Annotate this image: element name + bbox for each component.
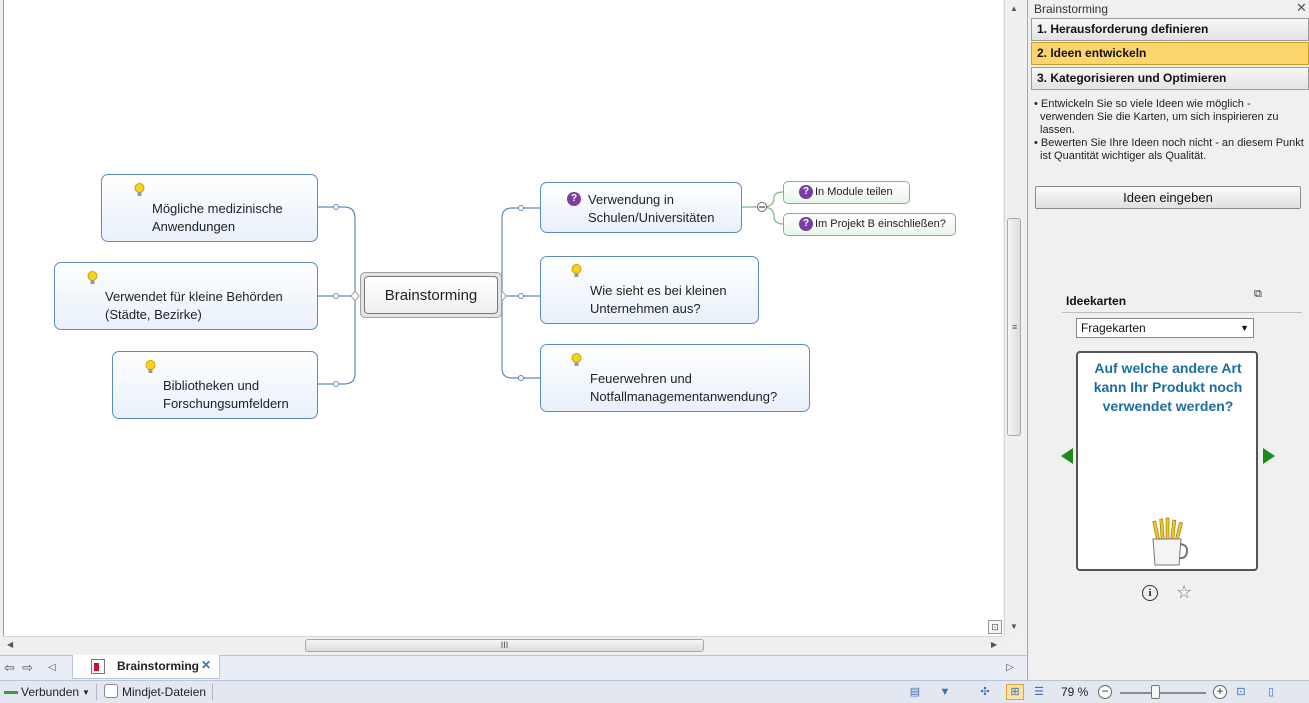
text-view-icon[interactable]: ☰ [1034,686,1044,698]
next-card-icon[interactable] [1263,448,1275,464]
scroll-right-icon[interactable]: ▶ [991,640,998,649]
topic-line: Anwendungen [152,219,236,234]
step-define-challenge[interactable]: 1. Herausforderung definieren [1031,18,1309,41]
document-tab-bar: ⇦ ⇨ ◁ Brainstorming ✕ ▷ [0,655,1027,679]
brainstorming-panel: Brainstorming ✕ 1. Herausforderung defin… [1027,0,1309,680]
horizontal-scroll-thumb[interactable]: III [305,639,704,652]
lightbulb-icon [134,183,145,196]
grip-icon: ≡ [1012,322,1018,332]
connection-status[interactable]: Verbunden [21,685,80,699]
topic-small-companies[interactable]: Wie sieht es bei kleinen Unternehmen aus… [540,256,759,324]
lightbulb-icon [571,264,582,277]
tab-scroll-left-icon[interactable]: ◁ [48,662,56,673]
card-deck-value: Fragekarten [1081,321,1146,335]
zoom-in-icon[interactable]: + [1213,685,1227,699]
panel-title: Brainstorming [1034,2,1109,16]
topic-schools-universities[interactable]: ? Verwendung in Schulen/Universitäten [540,182,742,233]
scroll-up-icon[interactable]: ▲ [1010,4,1018,13]
connector-lines [318,191,784,387]
close-tab-icon[interactable]: ✕ [201,658,212,672]
status-bar: Verbunden ▼ Mindjet-Dateien ▤ ▼ ✣ ⊞ ☰ 79… [0,680,1309,703]
layout-icon[interactable]: ▯ [1267,686,1275,698]
subtopic-split-modules[interactable]: ? In Module teilen [783,181,910,204]
cloud-files-icon [104,684,118,698]
balance-map-icon[interactable]: ✣ [980,686,990,698]
vertical-scroll-thumb[interactable] [1007,218,1021,436]
topic-medical-applications[interactable]: Mögliche medizinische Anwendungen [101,174,318,242]
chevron-down-icon: ▼ [1240,323,1249,333]
topic-line: Notfallmanagementanwendung? [590,389,778,404]
pencil-mug-icon [1152,517,1188,566]
step-categorize-optimize[interactable]: 3. Kategorisieren und Optimieren [1031,67,1309,90]
star-icon[interactable]: ☆ [1176,582,1193,602]
nav-forward-icon[interactable]: ⇨ [22,660,33,675]
topic-small-authorities[interactable]: Verwendet für kleine Behörden (Städte, B… [54,262,318,330]
connection-status-icon [4,691,18,694]
nav-back-icon[interactable]: ⇦ [4,660,15,675]
filter-icon[interactable]: ▼ [939,686,951,698]
question-icon: ? [567,192,581,206]
subtopic-label: Im Projekt B einschließen? [815,218,946,230]
topic-line: Mögliche medizinische [152,201,283,216]
topic-line: Unternehmen aus? [590,301,701,316]
zoom-out-icon[interactable]: − [1098,685,1112,699]
instruction-item: Bewerten Sie Ihre Ideen noch nicht - an … [1034,137,1306,163]
popout-icon[interactable]: ⧉ [1254,288,1262,300]
idea-cards-title: Ideekarten [1066,294,1127,308]
lightbulb-icon [87,271,98,284]
scroll-down-icon[interactable]: ▼ [1010,622,1018,631]
question-icon: ? [799,217,813,231]
zoom-slider-track[interactable] [1120,692,1206,694]
card-question: Auf welche andere Art kann Ihr Produkt n… [1093,360,1243,414]
horizontal-scrollbar[interactable]: ◀ III ▶ [3,636,1004,653]
map-view-icon[interactable]: ⊞ [1006,684,1024,700]
topic-line: Verwendung in [588,192,675,207]
subtopic-label: In Module teilen [815,186,893,198]
card-deck-select[interactable]: Fragekarten ▼ [1076,318,1254,338]
lightbulb-icon [571,353,582,366]
document-icon [91,659,105,674]
topic-line: Forschungsumfeldern [163,396,289,411]
topic-line: Wie sieht es bei kleinen [590,283,727,298]
enter-ideas-button[interactable]: Ideen eingeben [1035,186,1301,209]
topic-libraries[interactable]: Bibliotheken und Forschungsumfeldern [112,351,318,419]
zoom-level: 79 % [1061,685,1089,699]
question-icon: ? [799,185,813,199]
topic-line: Bibliotheken und [163,378,260,393]
vertical-scrollbar[interactable]: ▲ ▼ [1004,0,1022,636]
step-develop-ideas[interactable]: 2. Ideen entwickeln [1031,42,1309,65]
outline-view-icon[interactable]: ▤ [909,686,921,698]
tab-scroll-right-icon[interactable]: ▷ [1006,662,1014,673]
close-panel-icon[interactable]: ✕ [1296,0,1307,15]
topic-line: Verwendet für kleine Behörden [105,289,283,304]
instructions-list: Entwickeln Sie so viele Ideen wie möglic… [1034,98,1306,163]
idea-card: Auf welche andere Art kann Ihr Produkt n… [1076,351,1258,571]
fit-map-icon[interactable]: ⊡ [988,620,1002,634]
tab-label: Brainstorming [117,659,200,673]
tab-brainstorming[interactable]: Brainstorming ✕ [72,655,220,679]
map-canvas[interactable]: Brainstorming Mögliche medizinische Anwe… [3,0,1003,636]
central-topic[interactable]: Brainstorming [360,272,502,318]
chevron-down-icon[interactable]: ▼ [82,688,90,697]
topic-line: (Städte, Bezirke) [105,307,202,322]
topic-line: Feuerwehren und [590,371,692,386]
lightbulb-icon [145,360,156,373]
topic-fire-departments[interactable]: Feuerwehren und Notfallmanagementanwendu… [540,344,810,412]
subtopic-include-project-b[interactable]: ? Im Projekt B einschließen? [783,213,956,236]
mindjet-files-link[interactable]: Mindjet-Dateien [122,685,207,699]
topic-line: Schulen/Universitäten [588,210,715,225]
central-topic-label: Brainstorming [364,276,498,314]
scroll-left-icon[interactable]: ◀ [7,640,14,649]
fit-to-window-icon[interactable]: ⊡ [1236,686,1246,698]
previous-card-icon[interactable] [1061,448,1073,464]
zoom-slider-thumb[interactable] [1151,685,1160,699]
instruction-item: Entwickeln Sie so viele Ideen wie möglic… [1034,98,1306,137]
info-icon[interactable]: i [1142,585,1158,601]
